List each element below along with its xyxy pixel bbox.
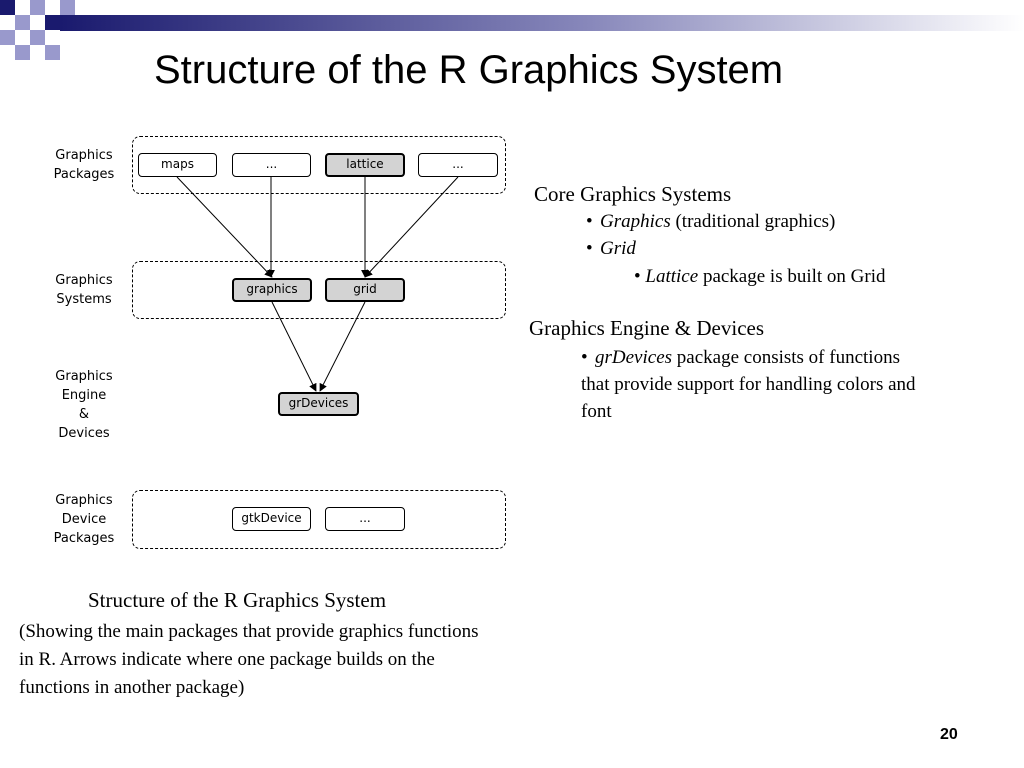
desc-grdevices-line: package consists of functions	[676, 347, 900, 368]
package-ellipsis[interactable]: ...	[232, 153, 311, 177]
layer-label-graphics-systems: Graphics Systems	[55, 273, 113, 307]
package-graphics[interactable]: graphics	[232, 278, 312, 302]
package-ellipsis[interactable]: ...	[418, 153, 498, 177]
package-ellipsis[interactable]: ...	[325, 507, 405, 531]
bullet: •	[586, 238, 593, 259]
group-graphics-systems	[132, 261, 506, 319]
bullet: •	[581, 347, 588, 368]
desc-grdevices-line: that provide support for handling colors…	[581, 374, 916, 395]
caption-line: (Showing the main packages that provide …	[19, 621, 479, 642]
bullet: •	[634, 266, 641, 287]
term-lattice: Lattice	[645, 266, 699, 287]
slide-decoration	[0, 0, 1024, 60]
deco-square	[30, 0, 45, 15]
package-grdevices[interactable]: grDevices	[278, 392, 359, 416]
note-lattice: • Lattice package is built on Grid	[634, 265, 886, 289]
caption-title: Structure of the R Graphics System	[88, 588, 387, 612]
group-graphics-packages	[132, 136, 506, 194]
note-graphics: • Graphics (traditional graphics)	[586, 210, 835, 234]
term-grdevices: grDevices	[595, 347, 673, 368]
caption-line: in R. Arrows indicate where one package …	[19, 649, 435, 670]
engine-devices-heading: Graphics Engine & Devices	[529, 316, 765, 340]
core-graphics-heading: Core Graphics Systems	[534, 182, 732, 206]
layer-label-graphics-device-packages: Graphics Device Packages	[53, 493, 115, 546]
layer-label-graphics-packages: Graphics Packages	[53, 148, 115, 182]
deco-square	[60, 0, 75, 15]
layer-label-graphics-engine: Graphics Engine & Devices	[55, 369, 113, 441]
caption-line: functions in another package)	[19, 677, 245, 698]
header-gradient-bar	[60, 15, 1024, 31]
bullet: •	[586, 211, 593, 232]
deco-square	[45, 45, 60, 60]
package-grid[interactable]: grid	[325, 278, 405, 302]
note-grid: • Grid	[586, 237, 636, 261]
deco-square	[0, 0, 15, 15]
deco-square	[15, 15, 30, 30]
desc-grdevices-line: font	[581, 401, 612, 422]
package-lattice[interactable]: lattice	[325, 153, 405, 177]
deco-square	[45, 15, 60, 30]
r-graphics-structure-diagram: Graphics Packages maps ... lattice ... G…	[40, 130, 520, 560]
slide-title: Structure of the R Graphics System	[154, 48, 784, 92]
slide-number: 20	[940, 726, 958, 743]
note-grdevices: • grDevices package consists of functions…	[581, 344, 1001, 425]
deco-square	[0, 30, 15, 45]
desc-lattice: package is built on Grid	[702, 266, 886, 287]
deco-square	[30, 30, 45, 45]
caption-body: (Showing the main packages that provide …	[19, 618, 579, 702]
desc-graphics: (traditional graphics)	[675, 211, 836, 232]
package-gtkdevice[interactable]: gtkDevice	[232, 507, 311, 531]
term-graphics: Graphics	[600, 211, 671, 232]
term-grid: Grid	[600, 238, 636, 259]
deco-square	[15, 45, 30, 60]
package-maps[interactable]: maps	[138, 153, 217, 177]
group-graphics-device-packages	[132, 490, 506, 549]
